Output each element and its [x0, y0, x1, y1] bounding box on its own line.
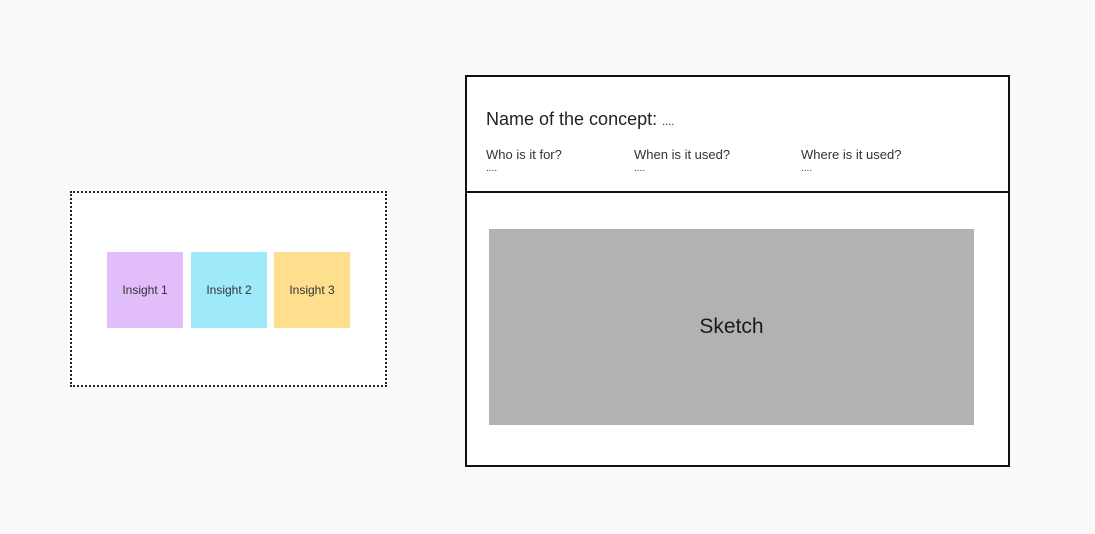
concept-name-value[interactable]: ....: [662, 116, 675, 128]
sticky-note-insight-3[interactable]: Insight 3: [274, 252, 350, 328]
sticky-note-label: Insight 3: [289, 283, 335, 297]
concept-card-header: Name of the concept:.... Who is it for? …: [467, 77, 1008, 193]
concept-name-row[interactable]: Name of the concept:....: [486, 109, 674, 130]
field-who-value[interactable]: ....: [486, 163, 498, 174]
field-where-value[interactable]: ....: [801, 163, 813, 174]
field-when-value[interactable]: ....: [634, 163, 646, 174]
field-who[interactable]: Who is it for? ....: [486, 147, 562, 175]
sticky-note-label: Insight 1: [122, 283, 168, 297]
sketch-label: Sketch: [699, 315, 764, 338]
sticky-note-insight-1[interactable]: Insight 1: [107, 252, 183, 328]
field-who-label: Who is it for?: [486, 147, 562, 162]
insight-cluster-frame[interactable]: Insight 1 Insight 2 Insight 3: [70, 191, 387, 387]
sketch-placeholder[interactable]: Sketch: [489, 229, 974, 425]
concept-name-label: Name of the concept:: [486, 109, 658, 129]
field-where-label: Where is it used?: [801, 147, 902, 162]
sticky-note-insight-2[interactable]: Insight 2: [191, 252, 267, 328]
field-where[interactable]: Where is it used? ....: [801, 147, 901, 175]
sticky-note-label: Insight 2: [206, 283, 252, 297]
concept-card[interactable]: Name of the concept:.... Who is it for? …: [465, 75, 1010, 467]
field-when-label: When is it used?: [634, 147, 731, 162]
field-when[interactable]: When is it used? ....: [634, 147, 730, 175]
